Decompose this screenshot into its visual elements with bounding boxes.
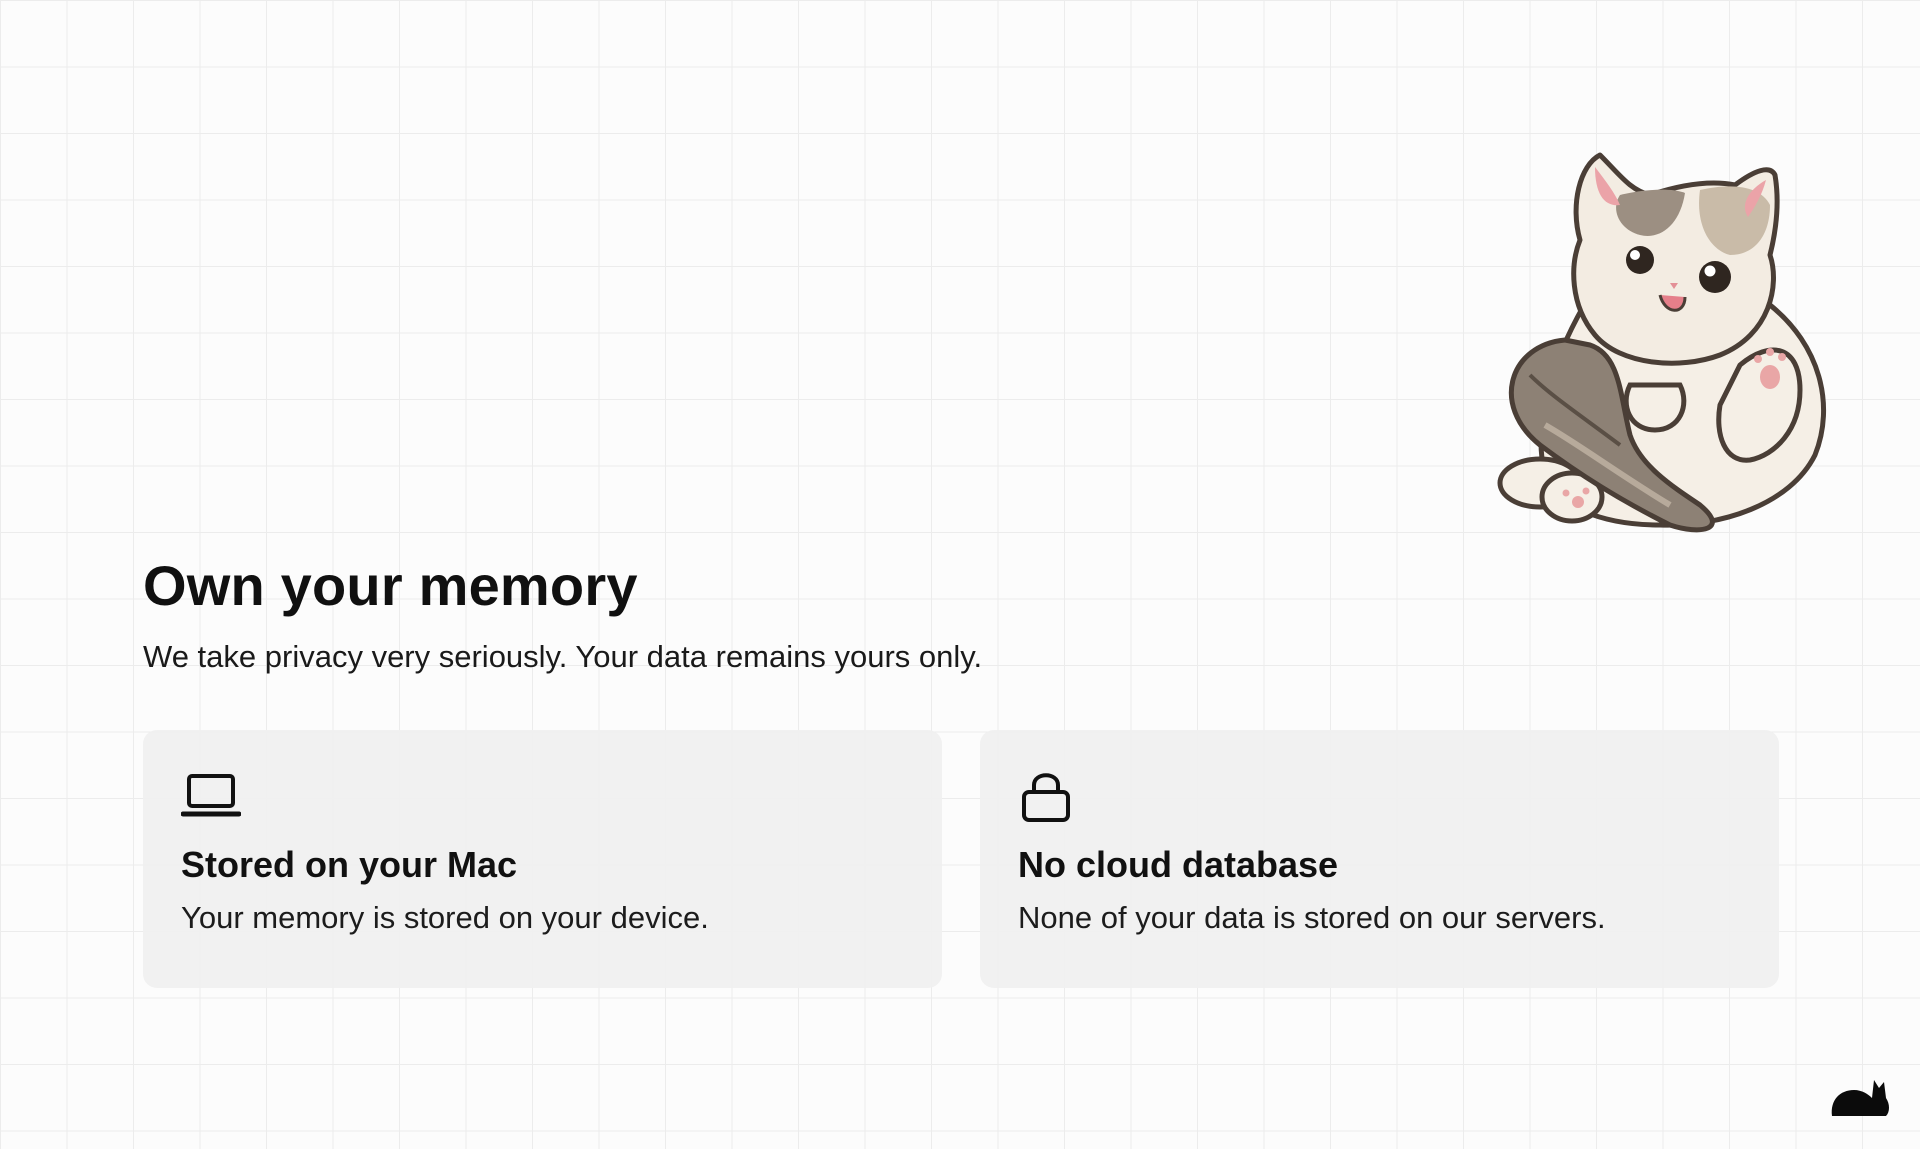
feature-card-title: Stored on your Mac — [181, 844, 518, 885]
cat-illustration — [1497, 152, 1827, 533]
feature-cards: Stored on your Mac Your memory is stored… — [143, 730, 1779, 988]
feature-card-stored-on-mac: Stored on your Mac Your memory is stored… — [143, 730, 942, 988]
hero-section: Own your memory We take privacy very ser… — [143, 555, 982, 675]
page-subtitle: We take privacy very seriously. Your dat… — [143, 638, 983, 674]
feature-card-description: Your memory is stored on your device. — [181, 900, 709, 935]
page-title: Own your memory — [143, 554, 638, 617]
cat-logo-icon — [1831, 1080, 1889, 1116]
lock-icon — [1022, 773, 1070, 822]
laptop-icon — [181, 774, 241, 817]
feature-card-description: None of your data is stored on our serve… — [1018, 900, 1606, 935]
feature-card-title: No cloud database — [1018, 844, 1339, 885]
feature-card-no-cloud: No cloud database None of your data is s… — [980, 730, 1779, 988]
